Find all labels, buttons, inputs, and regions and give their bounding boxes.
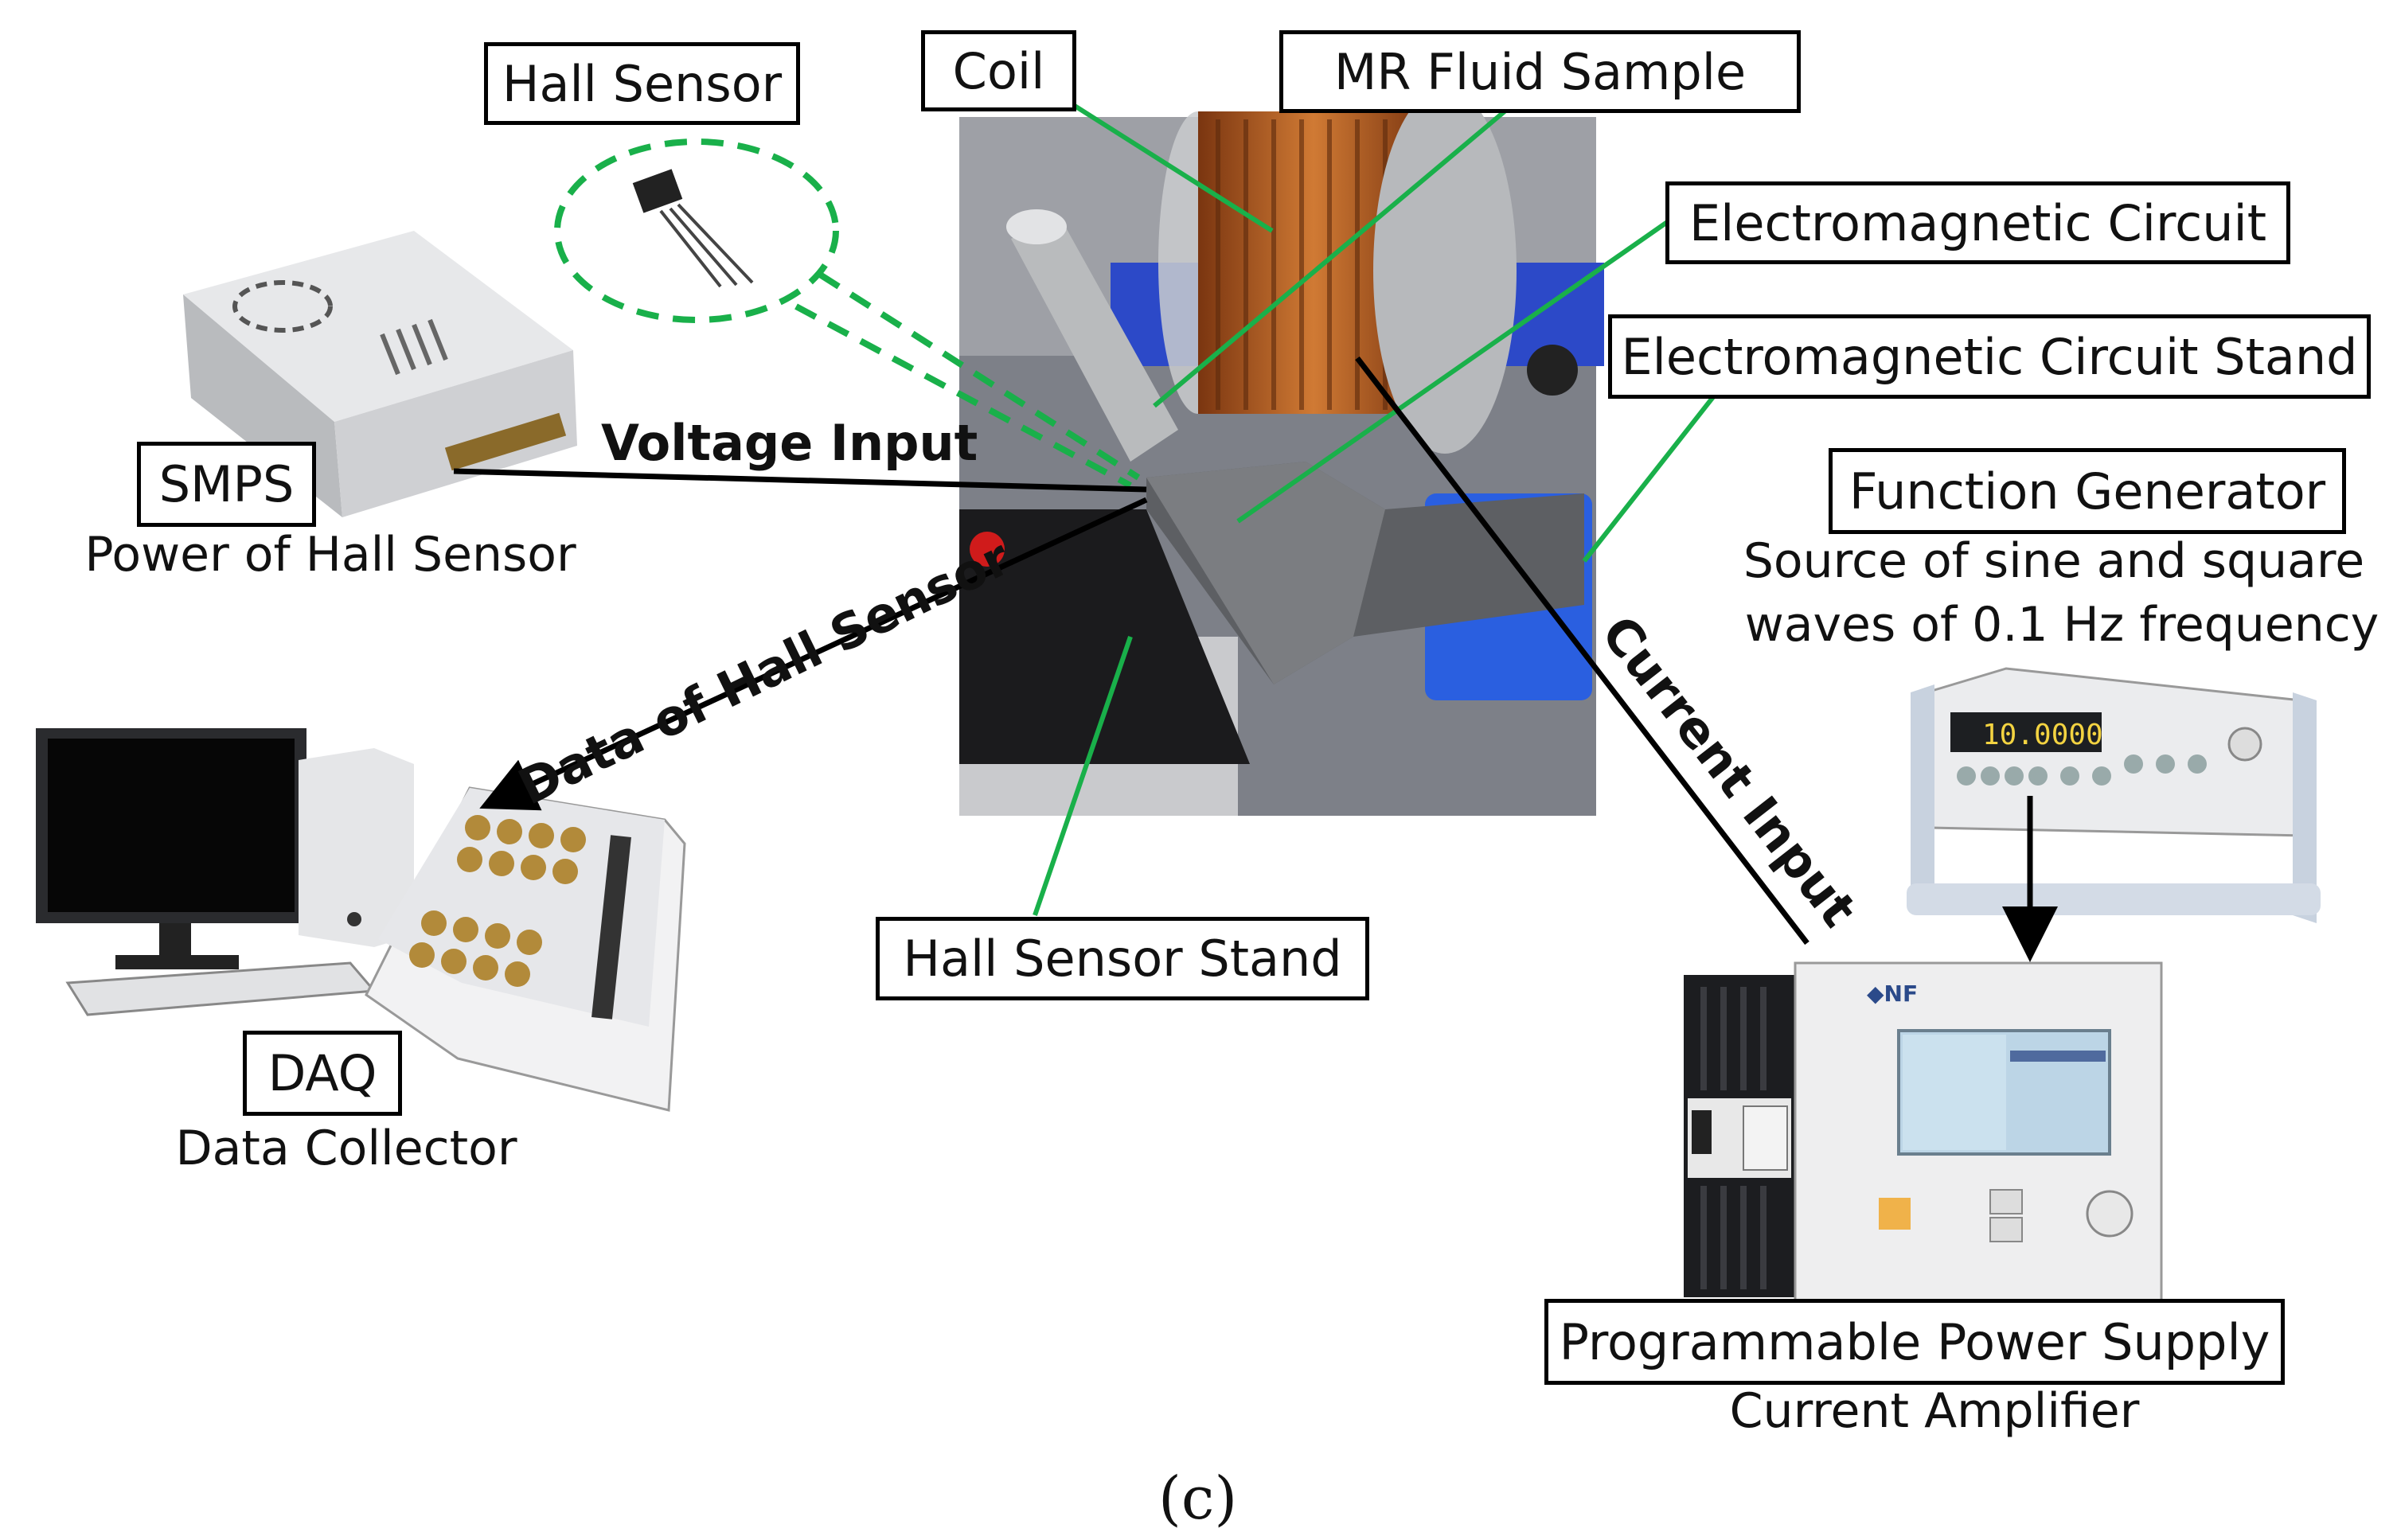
mr-fluid-leader [1153,109,1506,408]
smps-caption: Power of Hall Sensor [84,527,576,583]
signal-arrows [453,356,2058,962]
voltage-input-label: Voltage Input [601,414,978,472]
electromagnetic-circuit-stand-leader [1582,392,1718,563]
computer-illustration [36,728,414,1016]
svg-text:10.0000: 10.0000 [1982,719,2103,751]
current-input-line [1355,356,1809,945]
electromagnetic-circuit-leader [1236,216,1673,524]
hall-sensor-illustration [554,138,1141,489]
figure-label: (c) [1158,1464,1238,1533]
function-generator-caption-line2: waves of 0.1 Hz frequency [1744,597,2379,653]
data-of-hall-sensor-arrow [479,497,1148,811]
svg-text:◆NF: ◆NF [1867,981,1918,1007]
programmable-power-supply-caption: Current Amplifier [1729,1383,2140,1439]
apparatus-photo [959,88,1604,816]
coil-label: Coil [921,30,1076,111]
electromagnetic-circuit-label: Electromagnetic Circuit [1665,181,2290,264]
power-supply-illustration: ◆NF [1684,961,2163,1303]
function-generator-label: Function Generator [1829,448,2346,534]
daq-caption: Data Collector [175,1121,517,1176]
function-generator-illustration: 10.0000 [1907,667,2321,923]
electromagnetic-circuit-stand-label: Electromagnetic Circuit Stand [1608,314,2371,399]
smps-label: SMPS [137,442,316,527]
voltage-input-line [453,468,1147,493]
daq-label: DAQ [243,1031,402,1116]
hall-sensor-label: Hall Sensor [484,42,800,125]
hall-sensor-stand-label: Hall Sensor Stand [876,917,1369,1000]
mr-fluid-sample-label: MR Fluid Sample [1279,30,1801,113]
programmable-power-supply-label: Programmable Power Supply [1544,1299,2285,1385]
hall-sensor-stand-leader [1033,636,1133,916]
daq-illustration [365,786,686,1112]
function-generator-caption-line1: Source of sine and square [1743,533,2365,589]
